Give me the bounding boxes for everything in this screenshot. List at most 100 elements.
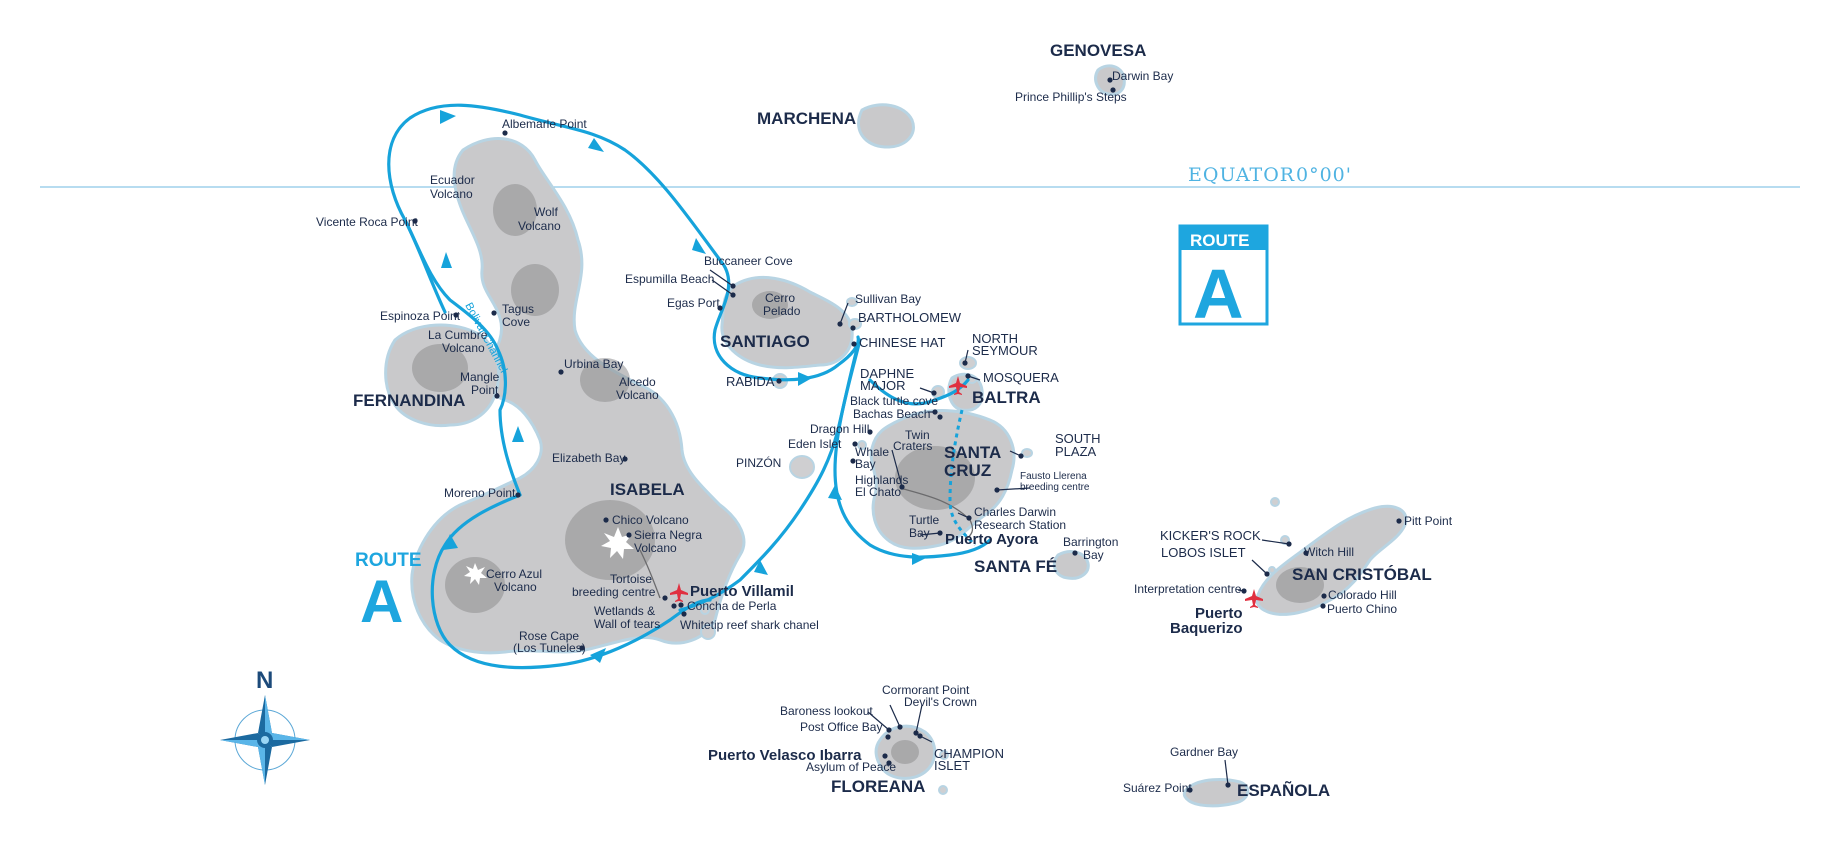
pt-darwin-bay — [1107, 77, 1113, 83]
route-badge-title: ROUTE — [1190, 231, 1250, 250]
eden-islet — [857, 440, 867, 450]
isabela-islet-e1 — [700, 624, 716, 640]
label-cerro-pelado-1: Cerro — [765, 291, 795, 305]
compass-rose-icon — [220, 695, 310, 785]
islands-layer — [384, 64, 1408, 808]
label-tagus-2: Cove — [502, 315, 530, 329]
alcedo-shade — [580, 358, 630, 402]
baltra-ayora-dash — [948, 409, 977, 547]
label-devils-crown: Devil's Crown — [904, 695, 977, 709]
pt-moreno — [515, 492, 521, 498]
town-puerto-ayora: Puerto Ayora — [945, 531, 1039, 548]
pt-chico — [603, 517, 609, 523]
pt-egas — [717, 305, 723, 311]
route-arrow-9 — [754, 560, 768, 575]
floreana-islet-s — [938, 785, 948, 795]
pt-tortoise — [662, 595, 668, 601]
label-baroness: Baroness lookout — [780, 704, 873, 718]
label-mangle-2: Point — [471, 383, 499, 397]
label-chino: Puerto Chino — [1327, 602, 1397, 616]
label-espumilla: Espumilla Beach — [625, 272, 714, 286]
label-alcedo-1: Alcedo — [619, 375, 656, 389]
island-santa-fe: SANTA FÉ — [974, 557, 1057, 576]
label-barrington-2: Bay — [1083, 548, 1104, 562]
pt-concha — [678, 602, 684, 608]
equator-label: EQUATOR — [1188, 164, 1295, 186]
label-la-cumbre-1: La Cumbre — [428, 328, 488, 342]
cerro-pelado-shade — [752, 291, 788, 319]
route-arrow-7 — [443, 534, 458, 550]
label-black-turtle: Black turtle cove — [850, 394, 938, 408]
label-asylum: Asylum of Peace — [806, 760, 896, 774]
south-plaza-islet — [1021, 448, 1033, 458]
label-suarez: Suárez Point — [1123, 781, 1192, 795]
label-vicente-roca: Vicente Roca Point — [316, 215, 419, 229]
sierra-negra-star-icon — [601, 527, 634, 559]
route-santacruz-loop — [833, 338, 992, 559]
label-moreno: Moreno Point — [444, 486, 516, 500]
label-colorado: Colorado Hill — [1328, 588, 1397, 602]
champion-islet-shape — [939, 750, 949, 760]
label-charles-darwin-1: Charles Darwin — [974, 505, 1056, 519]
label-charles-darwin-2: Research Station — [974, 518, 1066, 532]
pt-elizabeth — [622, 456, 628, 462]
site-labels: Darwin Bay Prince Phillip's Steps Albema… — [316, 69, 1453, 795]
floreana-shade — [891, 740, 919, 764]
town-puerto-villamil: Puerto Villamil — [690, 583, 794, 600]
island-bartholomew: BARTHOLOMEW — [858, 310, 962, 325]
label-wolf-1: Wolf — [534, 205, 558, 219]
label-cerro-azul-2: Volcano — [494, 580, 537, 594]
label-urbina: Urbina Bay — [564, 357, 623, 371]
label-gardner: Gardner Bay — [1170, 745, 1238, 759]
pt-chino — [1320, 603, 1326, 609]
label-turtle-2: Bay — [909, 526, 930, 540]
espanola-island — [1182, 778, 1250, 808]
island-baltra: BALTRA — [972, 388, 1041, 407]
label-witch-hill: Witch Hill — [1304, 545, 1354, 559]
cerro-azul-shade — [445, 557, 505, 613]
label-tagus-1: Tagus — [502, 302, 534, 316]
label-wolf-2: Volcano — [518, 219, 561, 233]
label-cerro-pelado-2: Pelado — [763, 304, 801, 318]
airport-isabela-icon — [670, 583, 688, 602]
label-ecuador-2: Volcano — [430, 187, 473, 201]
route-bolivar — [403, 218, 522, 497]
island-genovesa: GENOVESA — [1050, 41, 1146, 60]
label-turtle-1: Turtle — [909, 513, 940, 527]
island-rabida: RABIDA — [726, 374, 775, 389]
pt-whale-bay — [850, 458, 856, 464]
label-rose-cape-1: Rose Cape — [519, 629, 579, 643]
label-pitt: Pitt Point — [1404, 514, 1453, 528]
pt-dragon-hill — [867, 429, 873, 435]
label-prince-phillips: Prince Phillip's Steps — [1015, 90, 1127, 104]
la-cumbre-shade — [412, 344, 468, 392]
route-arrow-5 — [441, 252, 452, 268]
isabela-islet-e2 — [700, 605, 710, 615]
label-la-cumbre-2: Volcano — [442, 341, 485, 355]
label-ecuador-1: Ecuador — [430, 173, 475, 187]
pt-vicente-roca — [412, 218, 418, 224]
label-eden: Eden Islet — [788, 437, 842, 451]
pinzon-islet — [789, 455, 815, 479]
pt-urbina — [558, 369, 564, 375]
label-elizabeth: Elizabeth Bay — [552, 451, 625, 465]
label-concha: Concha de Perla — [687, 599, 777, 613]
island-san-cristobal: SAN CRISTÓBAL — [1292, 565, 1432, 584]
label-darwin-bay: Darwin Bay — [1112, 69, 1173, 83]
label-espinoza: Espinoza Point — [380, 309, 461, 323]
label-whale-1: Whale — [855, 445, 889, 459]
pt-rose-cape — [579, 645, 585, 651]
island-daphne-1: DAPHNE — [860, 366, 915, 381]
label-cormorant: Cormorant Point — [882, 683, 970, 697]
north-seymour-islet — [959, 356, 977, 370]
pt-chinese-hat — [851, 341, 857, 347]
label-sullivan: Sullivan Bay — [855, 292, 921, 306]
label-albemarle: Albemarle Point — [502, 117, 587, 131]
route-arrow-4 — [798, 372, 812, 386]
pt-sierra-negra — [626, 532, 632, 538]
island-santa-cruz-1: SANTA — [944, 443, 1001, 462]
label-sierra-negra-1: Sierra Negra — [634, 528, 702, 542]
leader-lines — [709, 269, 1290, 786]
town-puerto-velasco: Puerto Velasco Ibarra — [708, 747, 862, 764]
